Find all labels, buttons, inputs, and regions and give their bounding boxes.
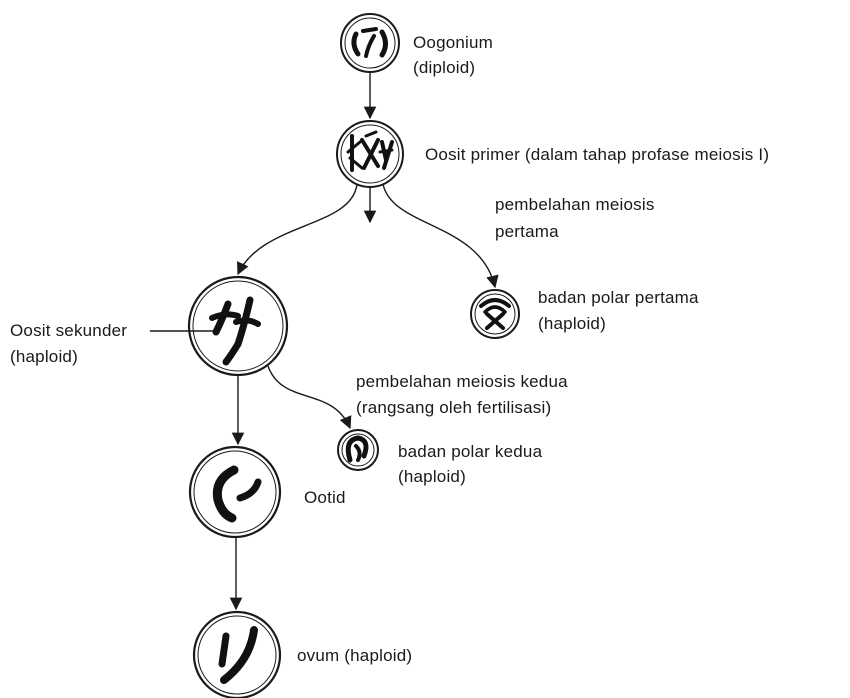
ovum-cell (192, 610, 282, 698)
secondary-oocyte-chromosomes (209, 296, 261, 366)
secondary-oocyte-label: Oosit sekunder (10, 321, 127, 340)
oogonium-chromosomes (351, 27, 388, 58)
arrow-primary-to-secondary (237, 183, 358, 276)
second-polar-body-ploidy-label: (haploid) (398, 467, 466, 486)
arrow-secondary-to-second-polar (267, 365, 352, 430)
second-polar-body-chromosomes (345, 435, 369, 463)
oogonium-label: Oogonium (413, 33, 493, 52)
first-division-label-line2: pertama (495, 222, 559, 241)
primary-oocyte-cell (336, 120, 404, 188)
first-polar-body-ploidy-label: (haploid) (538, 314, 606, 333)
second-division-label: pembelahan meiosis kedua (356, 372, 568, 391)
oogonium-ploidy-label: (diploid) (413, 58, 475, 77)
ootid-label: Ootid (304, 488, 346, 507)
second-polar-body-cell (337, 429, 379, 471)
oogonium-cell (340, 13, 400, 73)
arrow-primary-to-first-polar (382, 183, 499, 289)
primary-oocyte-chromosomes (346, 130, 394, 172)
first-polar-body-label: badan polar pertama (538, 288, 699, 307)
ootid-cell (188, 445, 282, 539)
primary-oocyte-label: Oosit primer (dalam tahap profase meiosi… (425, 145, 769, 164)
first-polar-body-chromosomes (479, 298, 511, 330)
secondary-oocyte-ploidy-label: (haploid) (10, 347, 78, 366)
secondary-oocyte-cell (187, 275, 289, 377)
ovum-chromosomes (218, 626, 258, 684)
ootid-chromosomes (212, 465, 262, 523)
second-division-label-line2: (rangsang oleh fertilisasi) (356, 398, 551, 417)
ovum-label: ovum (haploid) (297, 646, 412, 665)
first-division-label: pembelahan meiosis (495, 195, 655, 214)
second-polar-body-label: badan polar kedua (398, 442, 543, 461)
first-polar-body-cell (470, 289, 520, 339)
